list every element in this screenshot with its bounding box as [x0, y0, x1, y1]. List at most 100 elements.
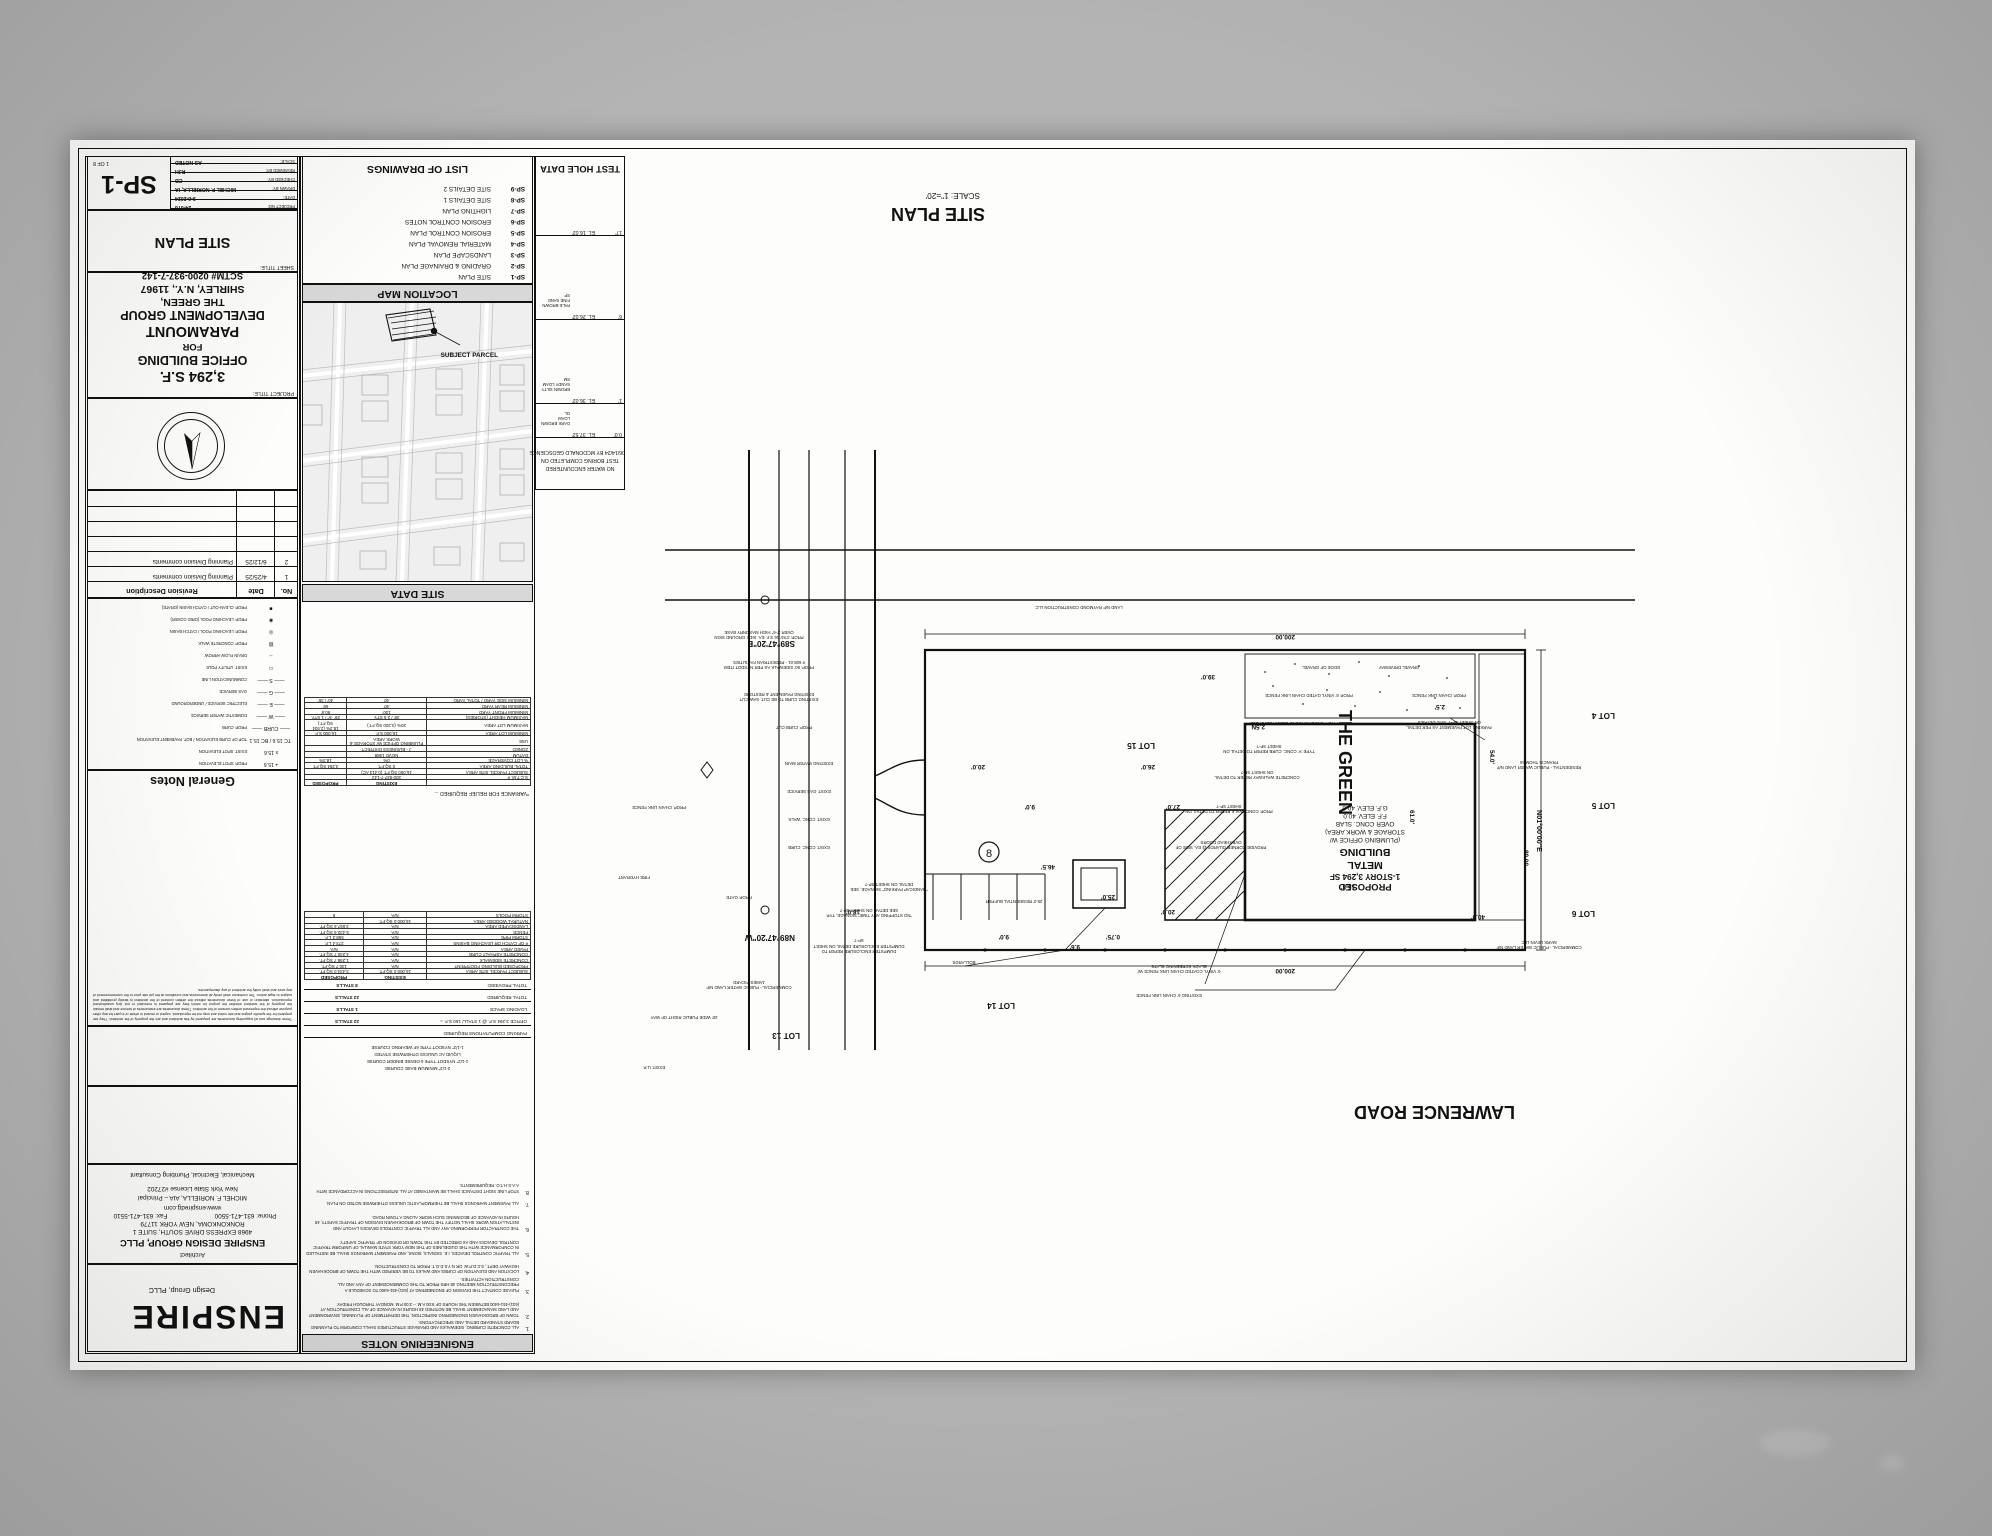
- coverage-cell-6-1: N/A: [363, 934, 427, 940]
- coverage-header-1: EXISTING: [363, 973, 427, 980]
- legend-symbol-0: + 15.6: [263, 761, 279, 767]
- plan-annotation-23: COMMERCIAL - PUBLIC WATER LAND N/F MARK …: [1496, 939, 1582, 950]
- plan-annotation-28: EXIST. U.P.: [642, 1065, 666, 1070]
- legend-label-13: PROP. CLEAN-OUT / CATCH BASIN (GRATE): [161, 605, 247, 610]
- site-plan-linework: 8: [665, 450, 1635, 1050]
- dimension-label-4: 40.0': [1471, 913, 1485, 920]
- plan-annotation-12: GRAVEL DRIVEWAY: [1378, 665, 1420, 670]
- plan-annotation-3: "NO STOPPING ANY TIME" SIGNAGE, TYP. SEE…: [826, 907, 912, 918]
- project-line-7: SCTM# 0200-937-7-142: [141, 271, 244, 282]
- plan-annotation-20: EXISTING CURB TO BE CUT, SAW CUT EXISTIN…: [739, 691, 819, 702]
- parking-value-2: 1 STALLS: [336, 1007, 358, 1012]
- legend-label-11: PROP. LEACHING POOL / CATCH BASIN: [169, 629, 247, 634]
- revision-no-0: 1: [284, 573, 289, 580]
- legend-box: [87, 598, 298, 770]
- site-data-cell-12-0: MINIMUM SIDE YARD / TOTAL YARD: [426, 697, 531, 703]
- general-notes-title: General Notes: [150, 774, 235, 788]
- parking-divider-3: [304, 1001, 531, 1002]
- site-data-cell-8-1: 20% (3,200 SQ.FT.): [346, 719, 427, 731]
- stamp-divider-4: [171, 172, 298, 173]
- drawing-sheet: ENSPIRE Design Group, PLLC Architect ENS…: [70, 140, 1915, 1370]
- engineering-note-num-2: 3.: [524, 1287, 529, 1294]
- sheet-title-label: SHEET TITLE:: [259, 264, 294, 270]
- site-data-cell-5-2: [304, 745, 347, 752]
- dimension-label-6: 18.0': [846, 908, 860, 915]
- engineering-note-7: STOP LINE SIGHT DISTANCE SHALL BE MAINTA…: [316, 1183, 519, 1194]
- legend-symbol-6: —— G ——: [257, 689, 285, 695]
- drawing-name-4: EROSION CONTROL PLAN: [410, 229, 491, 236]
- legend-symbol-3: —— CURB ——: [251, 725, 291, 731]
- project-line-1: OFFICE BUILDING: [137, 353, 248, 367]
- revision-header-date: Date: [248, 587, 264, 596]
- architect-principal: MICHEL F. NORIELLA, AIA – Principal: [138, 1194, 247, 1201]
- revision-row-divider-1: [87, 566, 298, 567]
- plan-annotation-13: PROP. CHAIN LINK FENCE: [1412, 693, 1466, 698]
- engineering-note-2: PLEASE CONTACT THE DIVISION OF ENGINEERI…: [337, 1276, 519, 1293]
- legend-label-3: PROP. CURB: [222, 725, 247, 730]
- drawing-no-2: SP-3: [510, 251, 525, 258]
- coverage-cell-8-2: 3,557.6 SQ.FT.: [304, 923, 364, 929]
- coverage-cell-10-0: STORM POOLS: [426, 911, 531, 918]
- site-data-cell-10-2: 90.6': [304, 708, 347, 715]
- coverage-cell-1-0: PROPOSED BUILDING FOOTPRINT: [426, 962, 531, 969]
- coverage-cell-4-1: N/A: [363, 945, 427, 952]
- parking-item-2: LOADING SPACE: [489, 1007, 527, 1012]
- site-data-cell-4-1: NGVD 1988: [346, 751, 427, 758]
- drawing-no-8: SP-9: [510, 185, 525, 192]
- photo-smudge-2: [1880, 1455, 1904, 1471]
- engineering-note-num-3: 4.: [524, 1269, 529, 1276]
- dimension-label-10: 9.0': [998, 933, 1009, 940]
- drawing-name-7: SITE DETAILS 1: [443, 196, 491, 203]
- list-of-drawings-title: LIST OF DRAWINGS: [367, 163, 468, 175]
- site-data-cell-10-0: MINIMUM FRONT YARD: [426, 708, 531, 715]
- lot-label-1: LOT 5: [1591, 801, 1615, 810]
- legend-symbol-8: ▭: [268, 665, 274, 671]
- revision-row-divider-3: [87, 536, 298, 537]
- architect-logo: ENSPIRE: [130, 1299, 285, 1335]
- coverage-cell-8-0: LANDSCAPED AREA: [426, 923, 531, 929]
- architect-web: www.enspiredg.com: [163, 1204, 222, 1211]
- sheet-rotated-content: ENSPIRE Design Group, PLLC Architect ENS…: [70, 140, 1915, 1370]
- bearing-north: N89°47'20"W: [744, 933, 795, 942]
- architect-phone: Phone: 631-471-5500: [214, 1212, 277, 1219]
- coverage-cell-0-1: 16,000.0 SQ.FT.: [363, 968, 427, 974]
- coverage-cell-2-1: N/A: [363, 956, 427, 963]
- plan-annotation-18: EXISTING WATER MAIN: [784, 761, 834, 766]
- dimension-label-14: 0.75': [1106, 933, 1120, 940]
- legend-label-4: DOMESTIC WATER SERVICE: [190, 713, 247, 718]
- plan-annotation-8: TYPE 'A' CONC. CURB REFER TO DETAIL ON S…: [1223, 743, 1315, 754]
- site-data-cell-9-1: 35' / 2.5 STY.: [346, 714, 427, 720]
- bearing-west: N01°00'00"E: [1535, 810, 1544, 852]
- site-data-cell-2-2: 3,294 SQ.FT.: [304, 762, 347, 769]
- site-data-cell-11-0: MINIMUM REAR YARD: [426, 702, 531, 709]
- bearing-south: S89°47'20"E: [747, 639, 795, 648]
- site-data-cell-12-1: 40': [346, 697, 427, 703]
- site-plan-title: SITE PLAN: [890, 204, 985, 224]
- coverage-cell-7-0: FENCE: [426, 928, 531, 935]
- plan-annotation-30: PROP. GATE: [726, 895, 752, 900]
- parking-item-4: TOTAL PROVIDED: [487, 983, 527, 988]
- plan-annotation-17: EXIST. GAS SERVICE: [787, 789, 831, 794]
- dimension-label-0: 200.00: [1275, 967, 1295, 974]
- coverage-cell-7-1: N/A: [363, 928, 427, 935]
- site-data-cell-1-0: SUBJECT PARCEL SITE AREA: [426, 768, 531, 775]
- coverage-cell-9-0: NATURAL WOODED AREA: [426, 917, 531, 924]
- coverage-cell-10-2: 5: [304, 911, 364, 918]
- site-data-header-2: PROPOSED: [304, 779, 347, 786]
- coverage-cell-1-2: 130.7 SQ.FT.: [304, 962, 364, 969]
- drawing-name-3: MATERIAL REMOVAL PLAN: [408, 240, 491, 247]
- legend-symbol-12: ◉: [268, 617, 274, 623]
- lot-label-2: LOT 4: [1591, 711, 1615, 720]
- revision-date-0: 4/25/25: [245, 573, 267, 580]
- plan-annotation-15: EXIST. CONC. CURB: [788, 845, 830, 850]
- stamp-divider-1: [171, 199, 298, 200]
- revision-desc-0: Planning Division comments: [152, 573, 233, 580]
- legend-label-8: EXIST. UTILITY POLE: [206, 665, 247, 670]
- site-data-cell-5-1: J - BUSINESS DISTRICT: [346, 745, 427, 752]
- north-arrow-icon: [184, 432, 201, 470]
- building-label-6: STORAGE & WORK AREA): [1325, 828, 1405, 835]
- dimension-label-8: 25.0': [1101, 893, 1115, 900]
- plan-annotation-14: PARKING LOT PAVEMENT AS PER DETAIL ON SH…: [1406, 719, 1492, 730]
- drawing-name-2: LANDSCAPE PLAN: [433, 251, 491, 258]
